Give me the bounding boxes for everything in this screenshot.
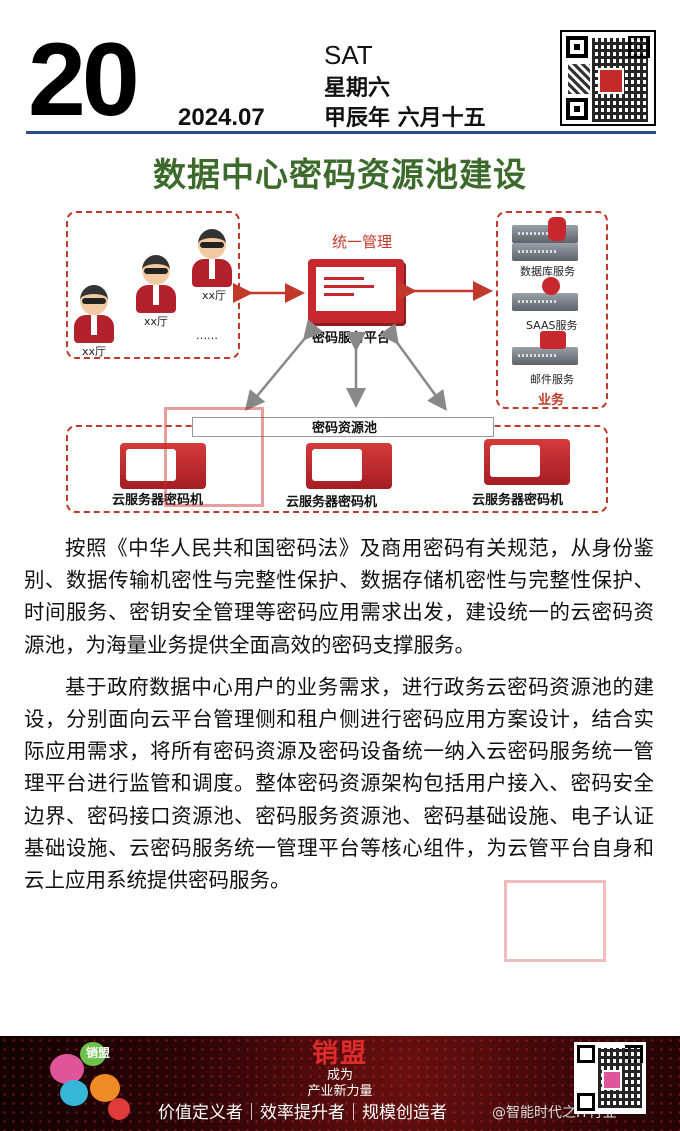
user-person-icon: [190, 229, 234, 287]
user-label: xx厅: [202, 289, 227, 302]
hsm-device-icon: [484, 439, 570, 485]
weekday-english: SAT: [324, 40, 373, 70]
hsm-label: 云服务器密码机: [112, 493, 204, 508]
hsm-label: 云服务器密码机: [286, 495, 378, 510]
mail-server-icon: [512, 347, 578, 365]
article-body: 按照《中华人民共和国密码法》及商用密码有关规范，从身份鉴别、数据传输机密性与完整…: [24, 532, 654, 896]
service-label: SAAS服务: [526, 319, 578, 332]
paragraph: 按照《中华人民共和国密码法》及商用密码有关规范，从身份鉴别、数据传输机密性与完整…: [24, 536, 654, 657]
center-logo-text: 销盟: [311, 1039, 368, 1069]
crypto-pool-bar: [192, 417, 494, 437]
user-person-icon: [134, 255, 178, 313]
weekday-chinese: 星期六: [324, 76, 391, 101]
unified-management-label: 统一管理: [332, 233, 393, 251]
date-day: 20: [28, 22, 140, 138]
connection-arrows: [233, 281, 493, 412]
footer-qr-code-icon: [574, 1042, 646, 1114]
user-person-icon: [72, 285, 116, 343]
user-label: xx厅: [82, 345, 107, 358]
qr-code-icon: [560, 30, 656, 126]
architecture-diagram: xx厅 xx厅 xx厅 …… 统一管理 密码服务平台 数据库服务 SAAS服务 …: [60, 207, 620, 517]
hsm-device-icon: [306, 443, 392, 489]
mail-icon: [540, 331, 566, 349]
users-ellipsis: ……: [196, 329, 218, 342]
database-icon: [548, 217, 566, 241]
center-logo-line2: 产业新力量: [307, 1084, 373, 1099]
seal-watermark: [504, 880, 606, 962]
page-title: 数据中心密码资源池建设: [153, 155, 527, 194]
hsm-device-icon: [120, 443, 206, 489]
brand-logo-icon: [50, 1040, 140, 1124]
user-label: xx厅: [144, 315, 169, 328]
header-divider: [26, 131, 656, 134]
footer-slogan: 价值定义者｜效率提升者｜规模创造者: [158, 1103, 447, 1123]
crypto-pool-label: 密码资源池: [312, 421, 378, 436]
saas-server-icon: [512, 293, 578, 311]
lunar-date: 甲辰年 六月十五: [324, 106, 486, 131]
footer-banner: 销盟 销盟 成为 产业新力量 价值定义者｜效率提升者｜规模创造者 @智能时代之I…: [0, 1036, 680, 1131]
seal-watermark: [164, 407, 264, 507]
platform-monitor-icon: [308, 259, 404, 323]
paragraph: 基于政府数据中心用户的业务需求，进行政务云密码资源池的建设，分别面向云平台管理侧…: [24, 674, 654, 893]
saas-icon: [542, 277, 560, 295]
service-label: 邮件服务: [530, 373, 574, 386]
center-logo: 销盟 成为 产业新力量: [290, 1040, 390, 1100]
business-label: 业务: [538, 393, 565, 408]
hsm-label: 云服务器密码机: [472, 493, 564, 508]
business-services-box: [496, 211, 608, 409]
brand-name: 销盟: [86, 1046, 111, 1060]
center-logo-line1: 成为: [326, 1068, 353, 1083]
service-label: 数据库服务: [520, 265, 575, 278]
database-server-icon: [512, 243, 578, 261]
date-year-month: 2024.07: [178, 104, 265, 131]
